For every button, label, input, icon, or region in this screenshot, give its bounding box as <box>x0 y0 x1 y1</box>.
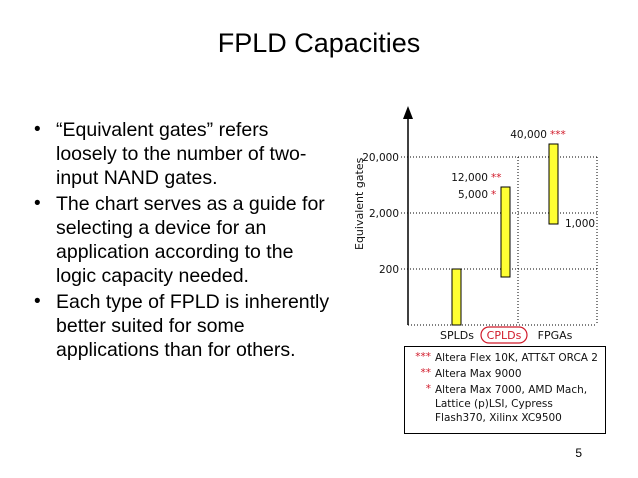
bullet-text: Each type of FPLD is inherently better s… <box>56 291 330 361</box>
chart-legend: *** Altera Flex 10K, ATT&T ORCA 2 ** Alt… <box>404 346 606 434</box>
legend-stars: * <box>425 383 431 395</box>
bullet-dot-icon: • <box>34 119 41 140</box>
annotation-value: 5,000 <box>458 189 488 201</box>
legend-text: Altera Max 9000 <box>435 368 522 380</box>
page-number: 5 <box>575 446 582 460</box>
annotation-stars: * <box>491 189 496 201</box>
category-highlight-oval <box>480 326 528 344</box>
capacity-chart: Equivalent gates 20,000 2,000 200 40,000… <box>353 106 598 344</box>
slide-title: FPLD Capacities <box>217 28 421 58</box>
annotation-stars: ** <box>491 172 502 184</box>
bar-fpgas <box>548 143 559 225</box>
bar-splds <box>451 268 462 326</box>
y-tick-label: 20,000 <box>362 152 399 164</box>
x-category-label: CPLDs <box>487 329 522 342</box>
legend-stars: ** <box>420 367 432 379</box>
annotation-value: 40,000 <box>510 129 547 141</box>
legend-text: Altera Flex 10K, ATT&T ORCA 2 <box>435 352 598 364</box>
legend-stars: *** <box>415 351 431 363</box>
bullet-item: • “Equivalent gates” refers loosely to th… <box>34 118 334 190</box>
y-tick-label: 2,000 <box>369 208 399 220</box>
bullet-list: • “Equivalent gates” refers loosely to th… <box>34 118 334 364</box>
y-axis-label: Equivalent gates <box>353 157 366 250</box>
annotation-value: 12,000 <box>451 172 488 184</box>
x-category-label: FPGAs <box>538 329 573 342</box>
x-category-label: SPLDs <box>440 329 474 342</box>
annotation-value: 1,000 <box>565 218 595 230</box>
bullet-item: • The chart serves as a guide for selecti… <box>34 192 334 288</box>
annotation-stars: *** <box>550 129 566 141</box>
bar-cplds <box>500 186 511 278</box>
y-axis-arrow-icon <box>403 106 413 119</box>
bullet-text: “Equivalent gates” refers loosely to the… <box>56 119 307 189</box>
y-tick-label: 200 <box>379 264 399 276</box>
bullet-text: The chart serves as a guide for selectin… <box>56 193 325 287</box>
bullet-dot-icon: • <box>34 193 41 214</box>
bullet-dot-icon: • <box>34 291 41 312</box>
legend-text: Altera Max 7000, AMD Mach, Lattice (p)LS… <box>435 384 588 424</box>
bullet-item: • Each type of FPLD is inherently better … <box>34 290 334 362</box>
